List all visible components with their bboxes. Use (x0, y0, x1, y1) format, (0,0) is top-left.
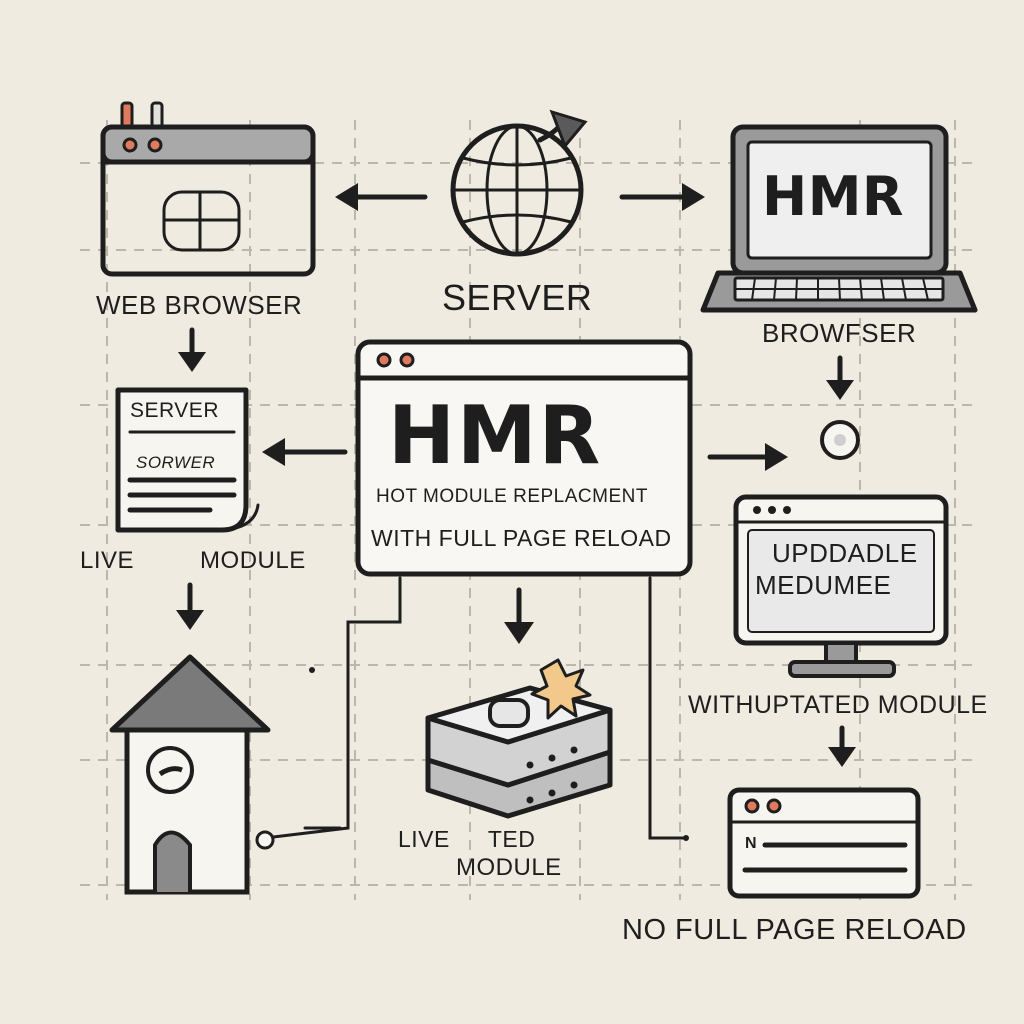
arrow-live-down (176, 582, 204, 630)
laptop-icon (700, 124, 978, 313)
arrow-globe-to-laptop (619, 183, 705, 211)
star-burst-icon (530, 658, 592, 720)
arrow-browser-down (178, 327, 206, 372)
arrow-globe-to-browser (335, 183, 428, 211)
hmr-line-1: HOT MODULE REPLACMENT (376, 486, 648, 507)
connector-lines (255, 576, 689, 850)
globe-icon (450, 109, 588, 257)
arrow-updated-down (828, 725, 856, 767)
live-updated-label-module: MODULE (456, 854, 562, 881)
circle-node-icon (820, 420, 860, 460)
hmr-title: HMR (388, 389, 603, 482)
page-window-icon (727, 787, 921, 899)
with-updated-module-label: WITHUPTATED MODULE (688, 691, 988, 719)
monitor-text-2: MEDUMEE (755, 570, 892, 600)
browser-right-label: BROWFSER (762, 318, 917, 348)
browser-window-icon (100, 101, 316, 277)
page-row-text: N (745, 835, 758, 852)
arrow-hmr-down (504, 587, 534, 644)
document-title: SERVER (130, 399, 219, 422)
document-icon (115, 387, 260, 533)
arrow-hmr-to-server (262, 438, 348, 466)
house-tower-icon (109, 654, 271, 895)
server-stack-icon (425, 685, 613, 819)
hmr-window (355, 339, 693, 577)
arrow-hmr-to-right (707, 443, 788, 471)
hmr-line-2: WITH FULL PAGE RELOAD (371, 525, 672, 551)
document-subtitle: SORWER (136, 453, 216, 472)
no-full-page-reload-label: NO FULL PAGE RELOAD (622, 914, 967, 946)
server-label: SERVER (442, 277, 593, 318)
arrow-browser-right-down (826, 355, 854, 400)
monitor-text-1: UPDDADLE (772, 538, 918, 568)
monitor-icon (733, 494, 949, 678)
laptop-screen-text: HMR (762, 165, 905, 228)
web-browser-label: WEB BROWSER (96, 290, 303, 320)
